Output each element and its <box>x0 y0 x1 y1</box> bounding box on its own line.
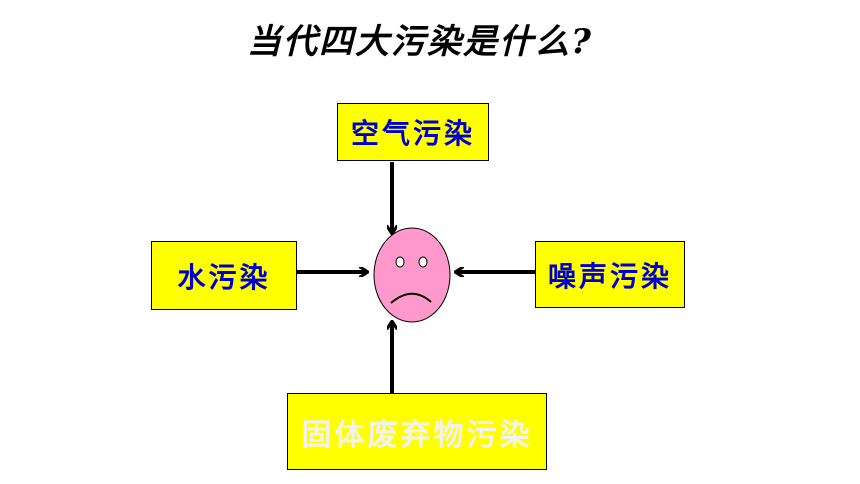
noise-pollution-label: 噪声污染 <box>547 259 672 293</box>
slide-title: 当代四大污染是什么? <box>247 22 593 62</box>
water-pollution-label: 水污染 <box>177 260 271 294</box>
water-pollution-box: 水污染 <box>151 241 297 310</box>
frown-mouth <box>390 292 432 304</box>
right-eye <box>418 256 428 268</box>
solid-waste-pollution-box: 固体废弃物污染 <box>287 393 547 470</box>
air-pollution-label: 空气污染 <box>350 117 475 150</box>
left-eye <box>395 256 405 268</box>
face-circle <box>373 227 451 323</box>
solid-waste-pollution-label: 固体废弃物污染 <box>301 417 533 453</box>
sad-face-icon <box>373 227 451 323</box>
noise-pollution-box: 噪声污染 <box>535 241 685 308</box>
air-pollution-box: 空气污染 <box>337 103 489 161</box>
